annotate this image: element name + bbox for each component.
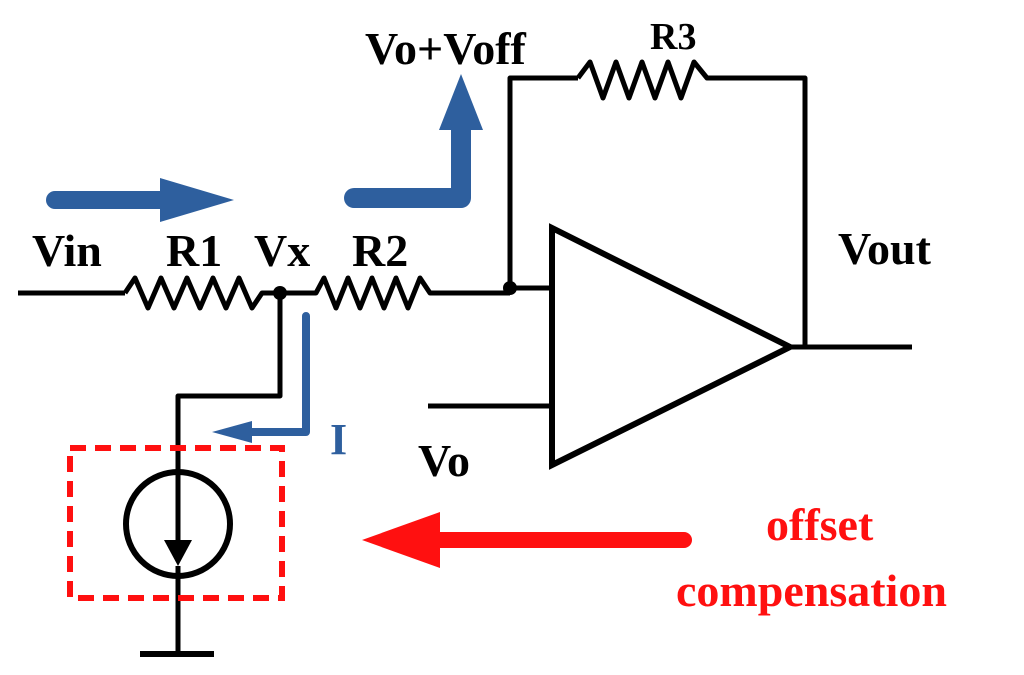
r3-label: R3 xyxy=(650,16,697,58)
vo-label: Vo xyxy=(418,435,470,486)
feedback-wire xyxy=(507,75,578,288)
offset-label-line1: offset xyxy=(766,499,874,550)
current-label: I xyxy=(330,415,348,464)
offset-label-line2: compensation xyxy=(676,565,947,616)
offset-compensation-arrow xyxy=(362,512,692,568)
r1-resistor xyxy=(122,275,278,311)
vin-label: Vin xyxy=(32,225,102,276)
op-amp xyxy=(549,223,797,470)
vout-label: Vout xyxy=(838,223,931,274)
offset-compensation-box xyxy=(67,445,285,601)
feedback-current-arrow xyxy=(344,74,483,208)
source-current-arrow xyxy=(212,312,310,443)
vx-label: Vx xyxy=(254,225,311,276)
current-source xyxy=(123,469,233,654)
vx-to-source-wire xyxy=(175,293,283,470)
r1-label: R1 xyxy=(166,225,223,276)
vo-voff-label: Vo+Voff xyxy=(365,23,526,74)
r2-resistor xyxy=(280,275,510,311)
r2-label: R2 xyxy=(352,225,409,276)
input-current-arrow xyxy=(46,178,234,222)
r3-resistor xyxy=(576,59,808,345)
